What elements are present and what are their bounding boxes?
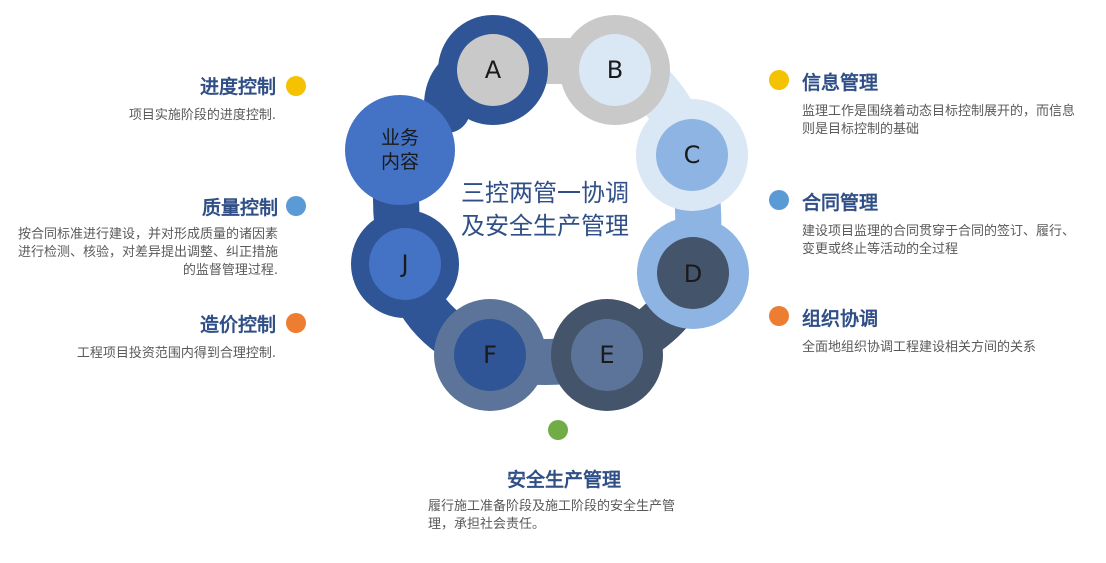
node-d-label: D [684, 260, 702, 288]
item-desc: 全面地组织协调工程建设相关方间的关系 [802, 340, 1037, 355]
node-f [454, 319, 526, 391]
yellow-dot-icon [286, 76, 306, 96]
item-organization-coordination: 组织协调 全面地组织协调工程建设相关方间的关系 [802, 304, 1092, 357]
item-cost-control: 造价控制 工程项目投资范围内得到合理控制. [20, 310, 276, 363]
node-a [457, 34, 529, 106]
item-title: 组织协调 [802, 308, 879, 330]
item-quality-control: 质量控制 按合同标准进行建设，并对形成质量的诸因素进行检测、核验，对差异提出调整… [8, 193, 278, 280]
green-dot-icon [548, 420, 568, 440]
item-contract-management: 合同管理 建设项目监理的合同贯穿于合同的签订、履行、变更或终止等活动的全过程 [802, 188, 1087, 259]
node-c-label: C [684, 141, 701, 169]
item-title: 进度控制 [199, 76, 276, 98]
center-title-line1: 三控两管一协调 [461, 179, 629, 207]
yellow-dot-icon [769, 70, 789, 90]
node-e-label: E [599, 341, 614, 369]
node-b [579, 34, 651, 106]
item-desc: 建设项目监理的合同贯穿于合同的签订、履行、变更或终止等活动的全过程 [802, 224, 1076, 257]
item-title: 信息管理 [802, 72, 879, 94]
item-schedule-control: 进度控制 项目实施阶段的进度控制. [40, 72, 276, 125]
node-e [571, 319, 643, 391]
node-j [369, 228, 441, 300]
node-d [657, 237, 729, 309]
item-desc: 项目实施阶段的进度控制. [128, 108, 276, 123]
orange-dot-icon [769, 306, 789, 326]
node-business-content [345, 95, 455, 205]
item-desc: 工程项目投资范围内得到合理控制. [76, 346, 276, 361]
item-title: 安全生产管理 [506, 469, 621, 491]
node-a-label: A [485, 56, 502, 84]
item-title: 合同管理 [802, 192, 879, 214]
item-title: 质量控制 [201, 197, 278, 219]
node-j-label: J [399, 250, 408, 278]
item-desc: 履行施工准备阶段及施工阶段的安全生产管理，承担社会责任。 [428, 499, 676, 532]
item-desc: 监理工作是围绕着动态目标控制展开的，而信息则是目标控制的基础 [802, 104, 1076, 137]
item-desc: 按合同标准进行建设，并对形成质量的诸因素进行检测、核验，对差异提出调整、纠正措施… [17, 227, 278, 278]
blue-dot-icon [286, 196, 306, 216]
item-information-management: 信息管理 监理工作是围绕着动态目标控制展开的，而信息则是目标控制的基础 [802, 68, 1087, 139]
node-b-label: B [607, 56, 623, 84]
center-title-line2: 及安全生产管理 [461, 212, 629, 240]
item-title: 造价控制 [199, 314, 276, 336]
node-f-label: F [483, 341, 497, 369]
node-c [656, 119, 728, 191]
business-content-line2: 内容 [381, 151, 419, 173]
blue-dot-icon [769, 190, 789, 210]
item-safety-management: 安全生产管理 履行施工准备阶段及施工阶段的安全生产管理，承担社会责任。 [428, 465, 700, 534]
business-content-line1: 业务 [381, 127, 419, 149]
orange-dot-icon [286, 313, 306, 333]
